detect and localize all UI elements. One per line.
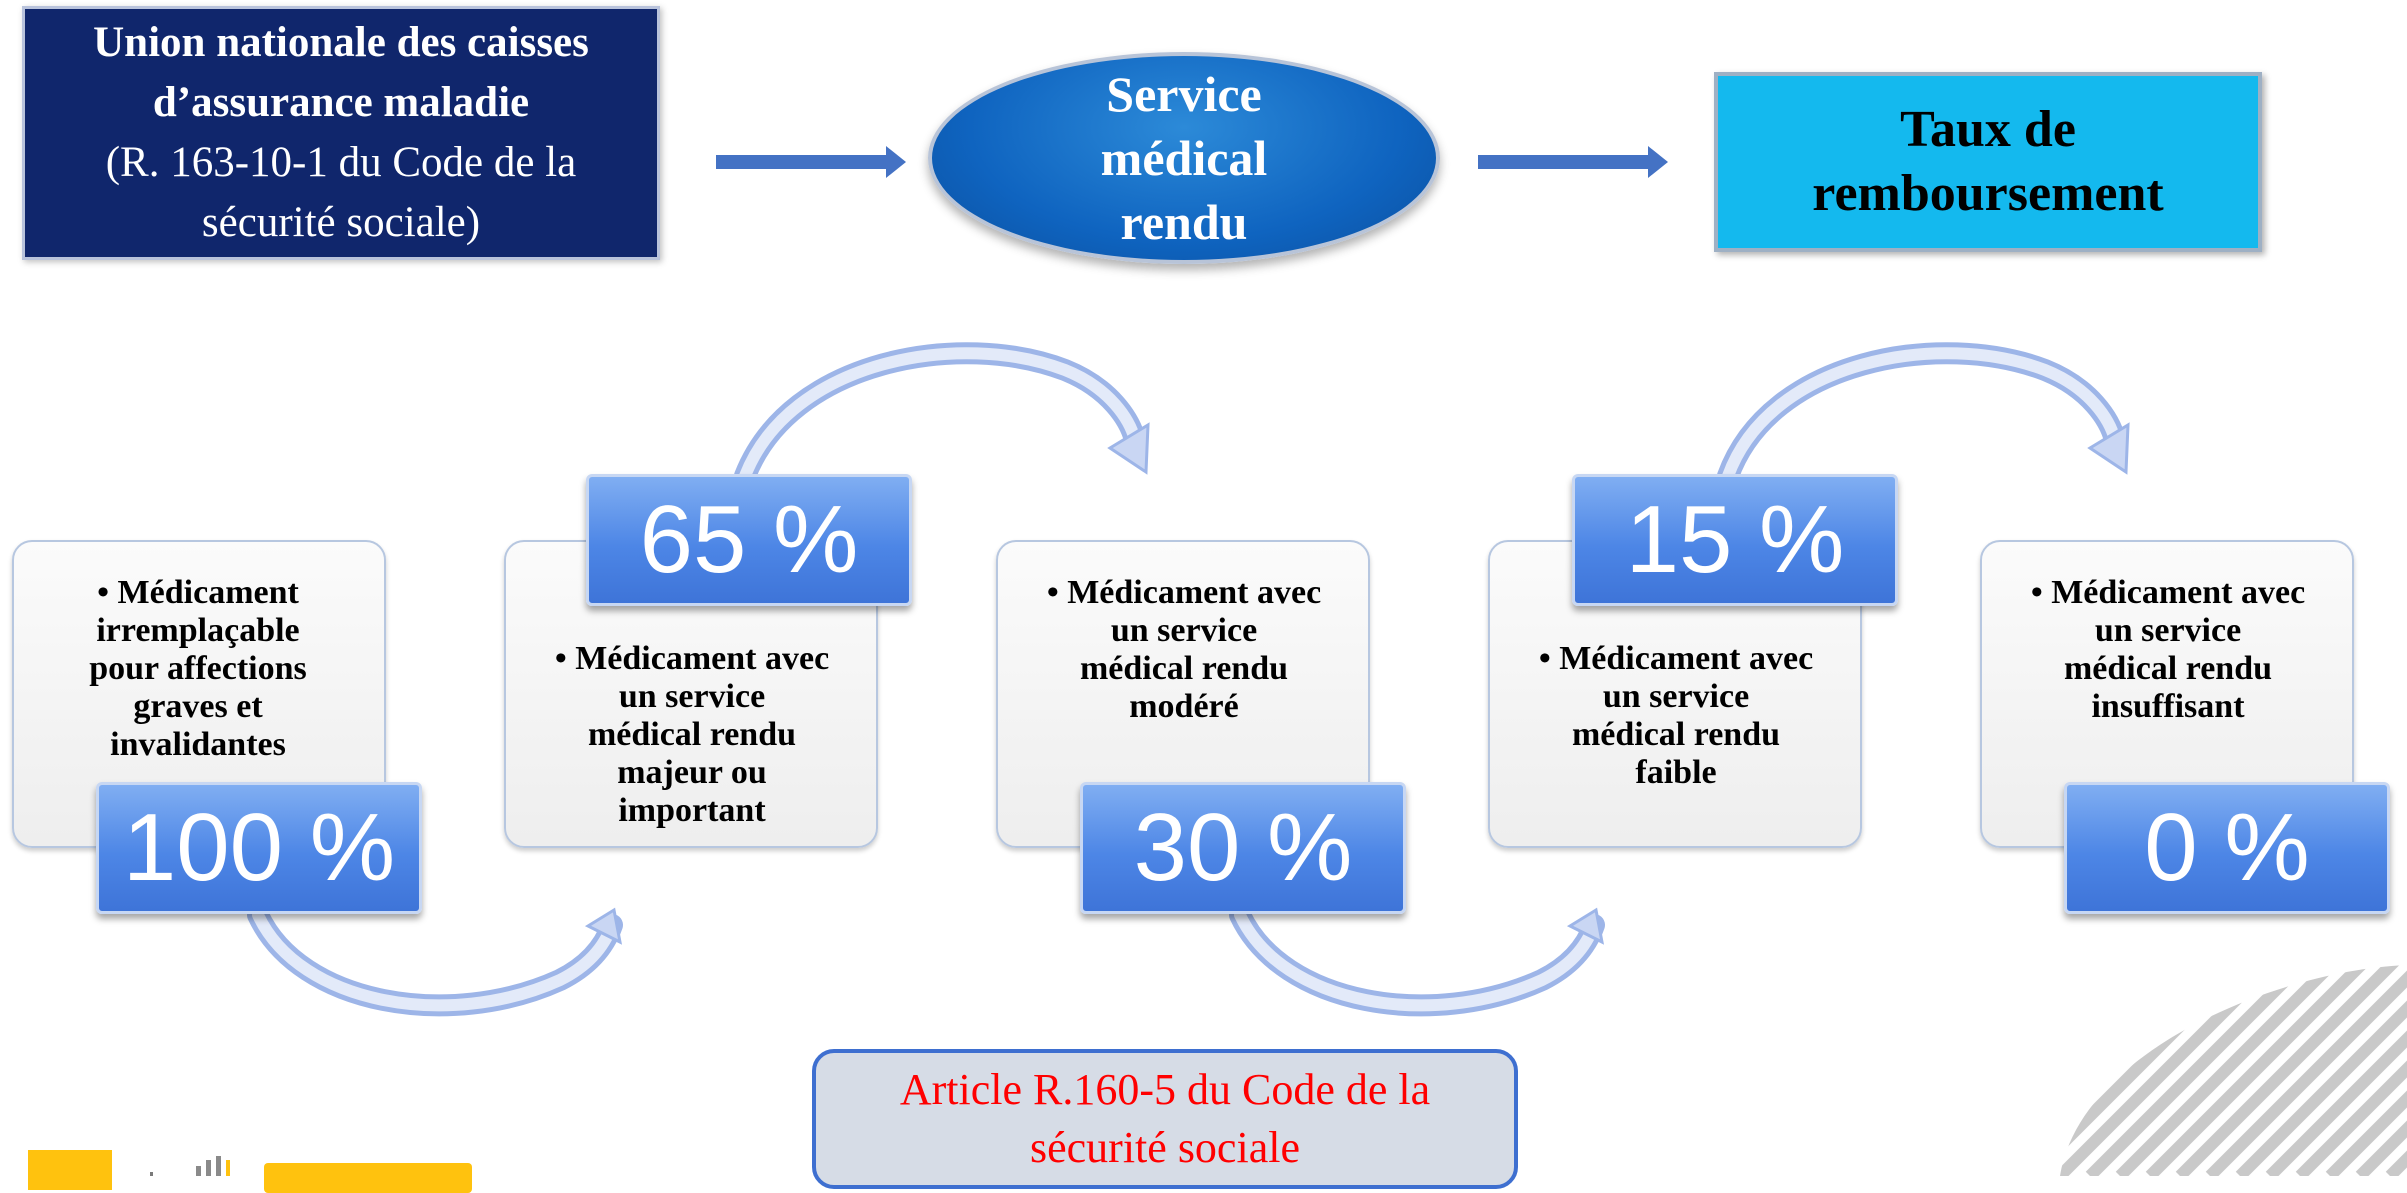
tier-description-30: • Médicament avec un service médical ren… xyxy=(1014,574,1354,726)
taux-remboursement-box: Taux de remboursement xyxy=(1714,72,2262,252)
logo-icon xyxy=(150,1156,230,1176)
curved-arrow-icon xyxy=(247,904,623,1017)
curved-arrow-icon xyxy=(734,342,1150,487)
tier-line: majeur ou xyxy=(617,754,767,791)
tier-line: un service xyxy=(1602,678,1750,715)
percent-badge-0: 0 % xyxy=(2064,782,2390,914)
tier-line: insuffisant xyxy=(2091,688,2245,725)
logo-icon xyxy=(264,1163,472,1193)
unc-box: Union nationale des caisses d’assurance … xyxy=(22,6,660,260)
tier-line: important xyxy=(618,792,766,829)
article-line1: Article R.160-5 du Code de la xyxy=(899,1065,1431,1114)
tier-line: invalidantes xyxy=(110,726,286,763)
unc-ref-line2: sécurité sociale) xyxy=(201,199,481,246)
tier-line: faible xyxy=(1635,754,1717,791)
service-medical-rendu-oval: Service médical rendu xyxy=(928,52,1440,264)
right-arrow-icon xyxy=(1478,146,1668,178)
tier-line: médical rendu xyxy=(1571,716,1781,753)
right-arrow-icon xyxy=(716,146,906,178)
tier-line: modéré xyxy=(1129,688,1239,725)
smr-line1: Service xyxy=(1106,66,1262,122)
tier-line: • Médicament xyxy=(97,574,299,611)
tier-line: un service xyxy=(1110,612,1258,649)
tier-line: • Médicament avec xyxy=(1046,574,1322,611)
percent-badge-30: 30 % xyxy=(1080,782,1406,914)
tier-line: graves et xyxy=(133,688,263,725)
tier-line: irremplaçable xyxy=(96,612,300,649)
tier-line: • Médicament avec xyxy=(554,640,830,677)
tier-line: • Médicament avec xyxy=(1538,640,1814,677)
taux-line1: Taux de xyxy=(1900,101,2076,158)
article-line2: sécurité sociale xyxy=(1030,1123,1300,1172)
smr-line2: médical xyxy=(1100,130,1268,186)
percent-badge-100: 100 % xyxy=(96,782,422,914)
curved-arrow-icon xyxy=(1229,904,1605,1017)
logo-icon xyxy=(28,1150,112,1190)
unc-ref-line1: (R. 163-10-1 du Code de la xyxy=(105,139,577,186)
tier-description-0: • Médicament avec un service médical ren… xyxy=(1998,574,2338,726)
tier-line: • Médicament avec xyxy=(2030,574,2306,611)
taux-line2: remboursement xyxy=(1812,165,2164,222)
tier-description-15: • Médicament avec un service médical ren… xyxy=(1506,640,1846,792)
smr-line3: rendu xyxy=(1120,194,1248,250)
curved-arrow-icon xyxy=(1717,342,2130,487)
tier-line: médical rendu xyxy=(2063,650,2273,687)
percent-badge-15: 15 % xyxy=(1572,474,1898,606)
article-reference-box: Article R.160-5 du Code de la sécurité s… xyxy=(812,1049,1518,1189)
unc-title-line1: Union nationale des caisses xyxy=(93,19,589,66)
tier-description-65: • Médicament avec un service médical ren… xyxy=(522,640,862,830)
tier-line: médical rendu xyxy=(587,716,797,753)
unc-title-line2: d’assurance maladie xyxy=(152,79,530,126)
percent-badge-65: 65 % xyxy=(586,474,912,606)
tier-line: pour affections xyxy=(89,650,307,687)
tier-description-100: • Médicament irremplaçable pour affectio… xyxy=(28,574,368,764)
tier-line: médical rendu xyxy=(1079,650,1289,687)
tier-line: un service xyxy=(2094,612,2242,649)
diagonal-stripes-decoration xyxy=(2060,965,2407,1176)
tier-line: un service xyxy=(618,678,766,715)
